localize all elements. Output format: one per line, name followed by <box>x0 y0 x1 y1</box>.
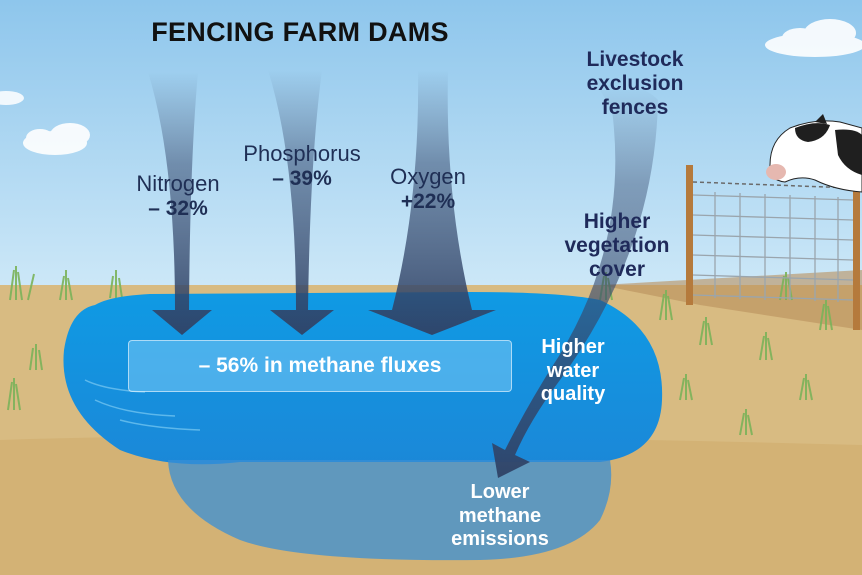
cloud-left <box>23 123 90 155</box>
vegetation-line-3: cover <box>588 258 646 282</box>
emissions-line-3: emissions <box>451 528 549 551</box>
phosphorus-name: Phosphorus <box>243 141 361 166</box>
phosphorus-arrow <box>268 70 334 335</box>
cow <box>766 114 862 193</box>
water-line-1: Higher <box>541 336 605 358</box>
emissions-line-1: Lower <box>470 481 530 503</box>
oxygen-name: Oxygen <box>390 164 466 189</box>
vegetation-cover-label: Higher vegetation cover <box>537 210 697 282</box>
fences-line-3: fences <box>601 96 669 120</box>
nitrogen-value: – 32% <box>148 196 208 220</box>
chain-arrow <box>492 86 658 479</box>
fences-line-2: exclusion <box>586 72 684 96</box>
livestock-fences-label: Livestock exclusion fences <box>555 48 715 120</box>
water-line-2: water <box>546 359 600 382</box>
methane-flux-text: – 56% in methane fluxes <box>198 354 442 377</box>
vegetation-line-2: vegetation <box>564 234 670 258</box>
oxygen-label: Oxygen +22% <box>368 164 488 213</box>
cloud-right <box>765 19 862 57</box>
cloud-small-left <box>0 91 24 105</box>
nitrogen-name: Nitrogen <box>136 171 220 196</box>
fenced-paddock <box>600 270 862 330</box>
nitrogen-arrow <box>148 72 212 335</box>
phosphorus-value: – 39% <box>272 166 332 190</box>
dam-underwater <box>168 460 612 561</box>
water-line-3: quality <box>540 383 606 406</box>
livestock-fence <box>686 165 860 330</box>
page-title: FENCING FARM DAMS <box>151 17 449 47</box>
methane-emissions-label: Lower methane emissions <box>425 481 575 552</box>
vegetation-line-1: Higher <box>583 210 651 233</box>
oxygen-arrow <box>368 70 496 335</box>
methane-flux-box: – 56% in methane fluxes <box>128 340 512 392</box>
emissions-line-2: methane <box>458 504 542 527</box>
water-quality-label: Higher water quality <box>508 336 638 407</box>
oxygen-value: +22% <box>400 189 456 213</box>
phosphorus-label: Phosphorus – 39% <box>222 141 382 190</box>
fences-line-1: Livestock <box>586 48 684 71</box>
nitrogen-label: Nitrogen – 32% <box>118 171 238 220</box>
